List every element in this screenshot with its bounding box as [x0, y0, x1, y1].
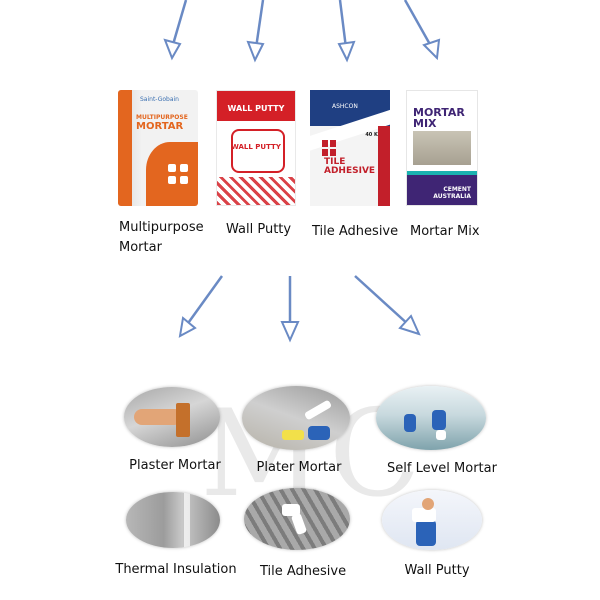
product-label-multipurpose-mortar: Multipurpose Mortar: [119, 218, 204, 258]
arrow-down-right: [354, 275, 421, 336]
product-label-line1: Tile Adhesive: [312, 224, 399, 239]
multipurpose-mortar-bag: Saint-Gobain MULTIPURPOSE MORTAR: [118, 90, 198, 206]
thermal-insulation-image: [126, 492, 220, 548]
product-label-tile-adhesive: Tile Adhesive: [312, 222, 398, 242]
arrow-down-4: [403, 0, 441, 61]
arrow-down-3: [337, 0, 356, 63]
tile-adhesive-bag: ASHCON 40 KG TILE ADHESIVE: [310, 90, 390, 206]
bag-title-line2: MORTAR: [136, 121, 184, 132]
bag-weight: 40 KG: [365, 132, 382, 138]
arrow-down-1: [163, 0, 188, 61]
self-level-mortar-image: [376, 386, 486, 450]
arrow-down-center: [280, 276, 300, 343]
app-label-plaster-mortar: Plaster Mortar: [129, 458, 221, 473]
product-label-line2: Mortar: [119, 240, 162, 255]
product-label-line1: Multipurpose: [119, 220, 204, 235]
product-label-wall-putty: Wall Putty: [226, 220, 291, 240]
bag-title: WALL PUTTY: [227, 104, 285, 113]
product-label-mortar-mix: Mortar Mix: [410, 222, 480, 242]
bag-title-line1: MULTIPURPOSE: [136, 114, 188, 121]
bag-brand: Saint-Gobain: [140, 96, 179, 103]
mortar-mix-bag: MORTAR MIX CEMENT AUSTRALIA: [406, 90, 478, 206]
product-label-line1: Mortar Mix: [410, 224, 480, 239]
plater-mortar-image: [242, 386, 350, 450]
app-label-plater-mortar: Plater Mortar: [256, 460, 342, 475]
bag-brand: ASHCON: [332, 103, 358, 110]
bag-title: TILE ADHESIVE: [324, 157, 376, 176]
wall-putty-image: [382, 490, 482, 550]
tile-adhesive-image: [244, 488, 350, 550]
app-label-thermal-insulation: Thermal Insulation: [115, 562, 237, 577]
app-label-wall-putty: Wall Putty: [404, 563, 470, 578]
arrow-down-left: [178, 275, 224, 338]
arrow-down-2: [246, 0, 265, 63]
plaster-mortar-image: [124, 387, 220, 447]
app-label-self-level-mortar: Self Level Mortar: [387, 461, 497, 476]
product-label-line1: Wall Putty: [226, 222, 292, 237]
bag-emblem-text: WALL PUTTY: [231, 143, 281, 151]
app-label-tile-adhesive: Tile Adhesive: [259, 564, 347, 579]
wall-putty-bag: WALL PUTTY WALL PUTTY: [216, 90, 296, 206]
bag-title: MORTAR MIX: [413, 106, 465, 130]
bag-brand: CEMENT AUSTRALIA: [433, 186, 471, 200]
